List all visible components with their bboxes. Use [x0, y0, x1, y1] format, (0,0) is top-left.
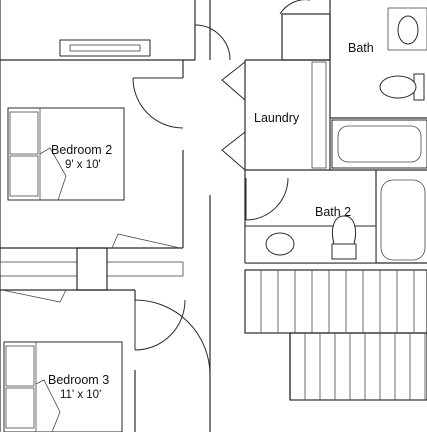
- shelf: [59, 39, 151, 57]
- walls: [0, 0, 211, 432]
- bath-label: Bath: [348, 41, 374, 55]
- bath-2-room: [244, 170, 427, 264]
- bed-bedroom-2: [7, 107, 125, 201]
- bed-bedroom-3: [3, 341, 123, 432]
- bedroom-2-label: Bedroom 2: [51, 143, 112, 157]
- stair-treads: [260, 270, 426, 400]
- laundry-label: Laundry: [254, 111, 300, 125]
- bath-room: [330, 7, 427, 169]
- stairs: [244, 269, 427, 401]
- bedroom-2-size: 9' x 10': [65, 159, 101, 171]
- bedroom-3-label: Bedroom 3: [48, 373, 109, 387]
- laundry-room: [244, 0, 427, 171]
- doors: [132, 0, 310, 376]
- bedroom-3-size: 11' x 10': [60, 389, 101, 401]
- bath-2-label: Bath 2: [315, 205, 351, 219]
